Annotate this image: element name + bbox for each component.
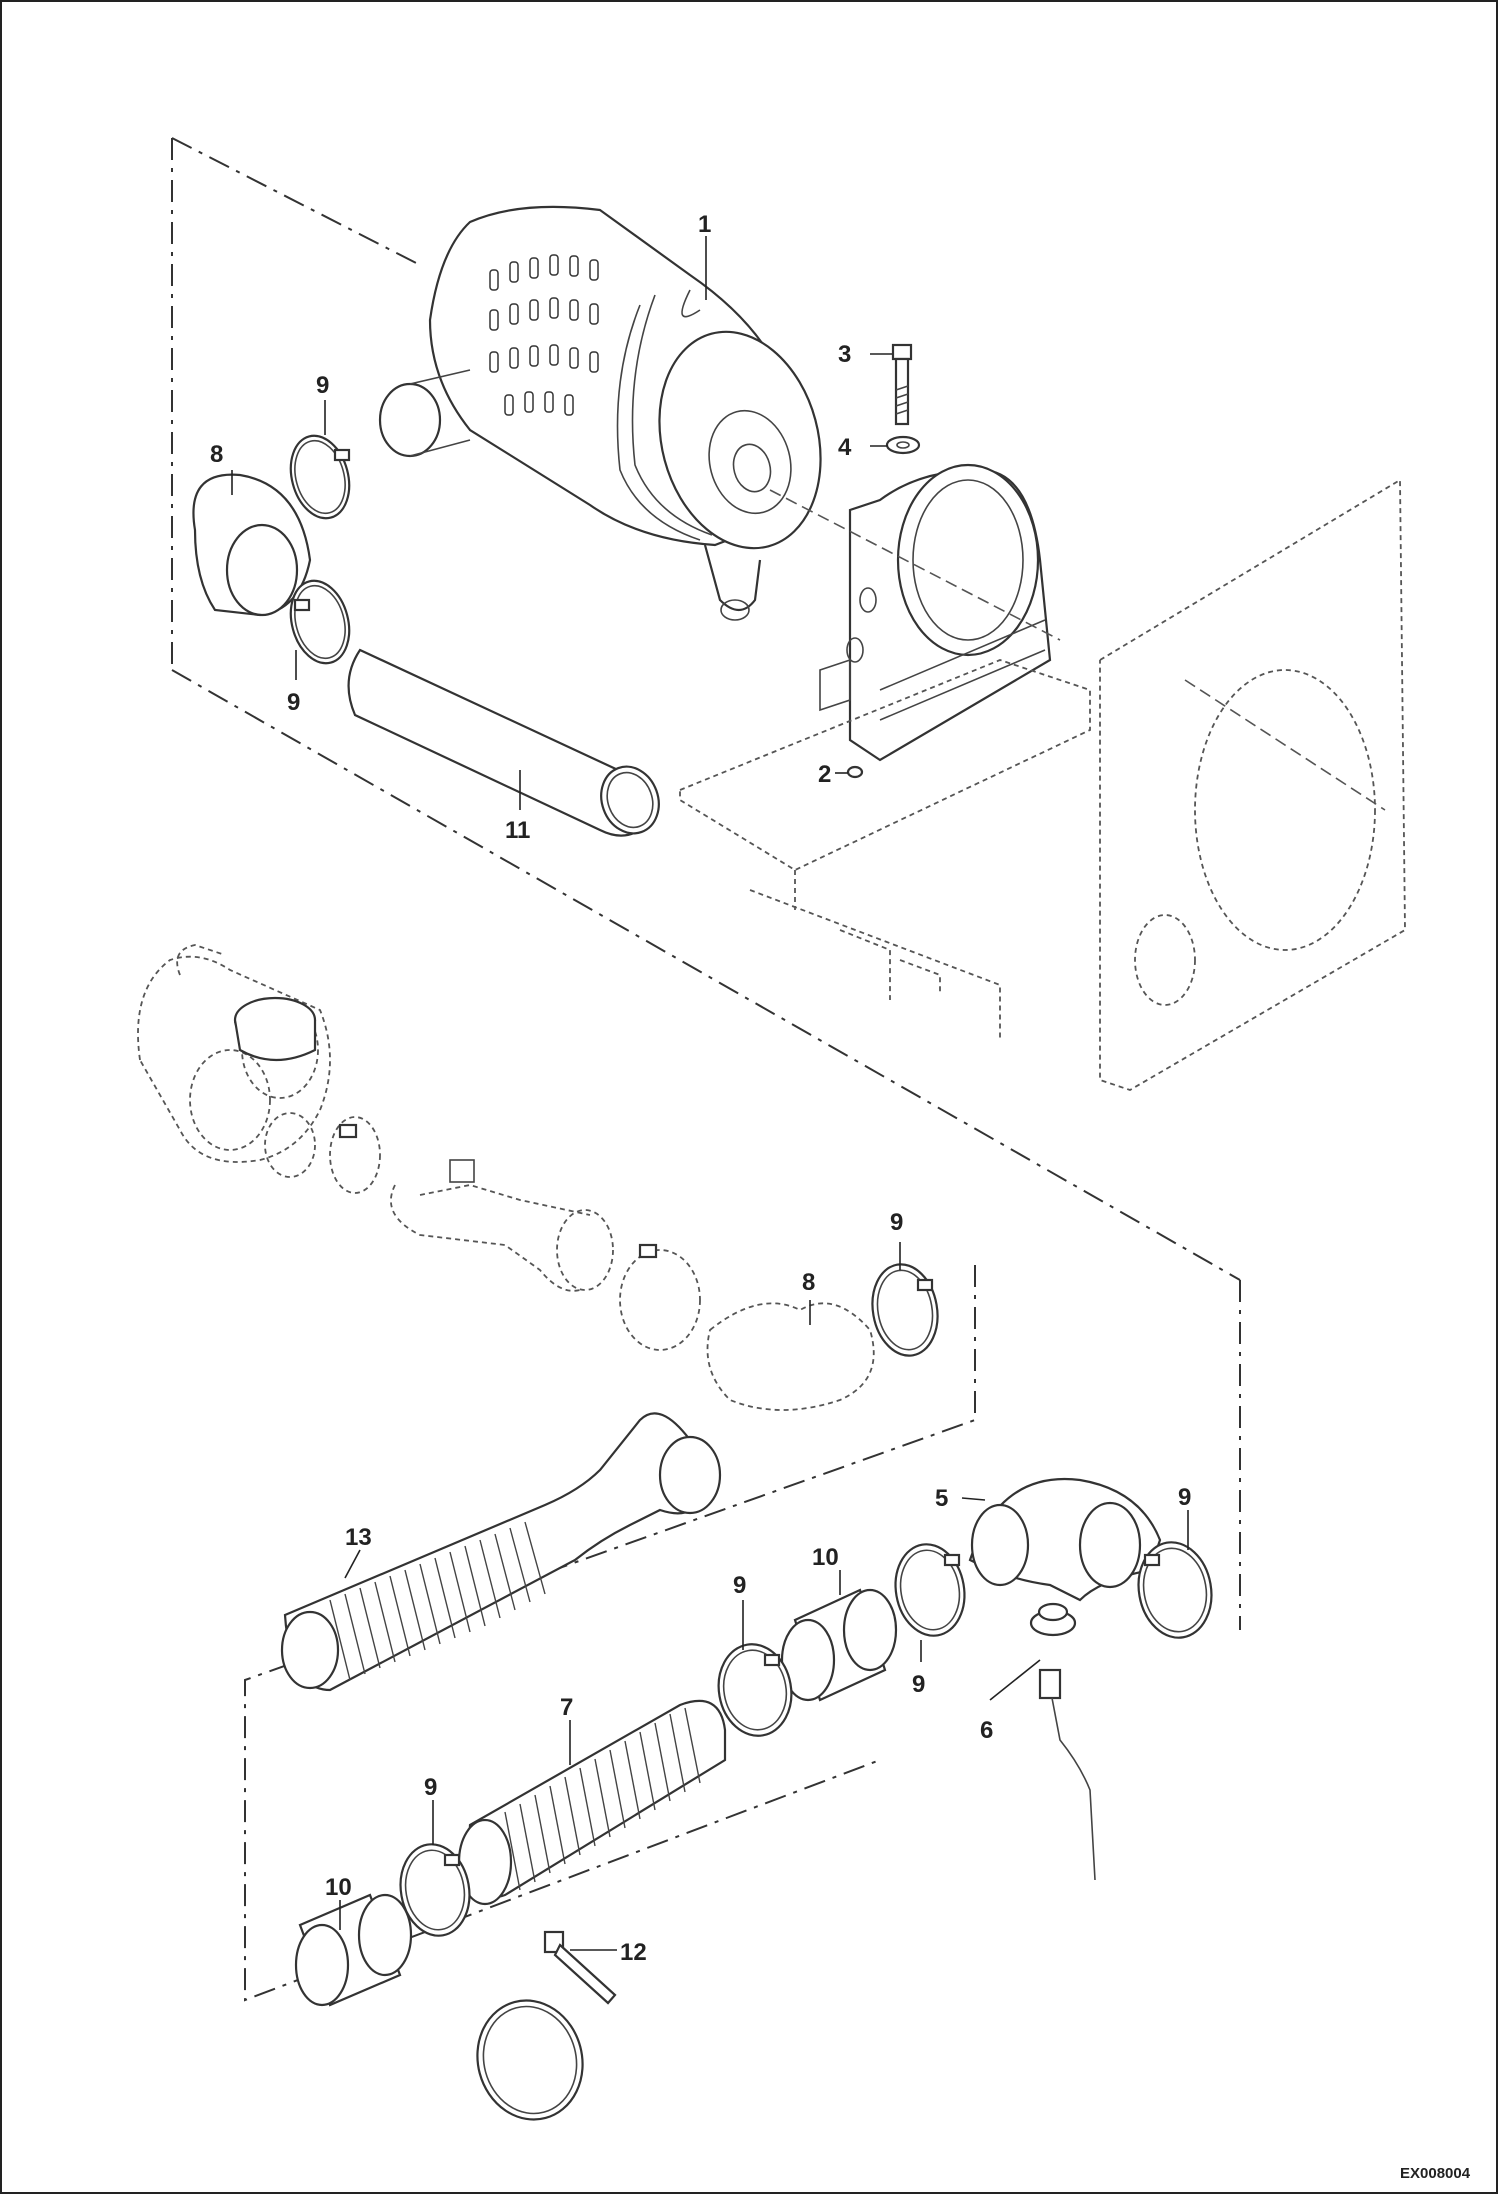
intermediate-clamp xyxy=(329,1116,381,1194)
callout-9-right: 9 xyxy=(1178,1484,1191,1511)
mounting-plate xyxy=(679,659,1091,1040)
hose-clamp-lower-2 xyxy=(717,1643,793,1737)
hose-elbow-middle xyxy=(706,1302,875,1411)
callout-1: 1 xyxy=(698,211,711,238)
callout-8-upper: 8 xyxy=(210,441,223,468)
hose-clamp-upper-1 xyxy=(289,434,351,520)
callout-3: 3 xyxy=(838,341,851,368)
hose-clamp-right xyxy=(1137,1541,1213,1639)
centerline-upper xyxy=(769,489,1061,641)
turbo-outlet-clamp xyxy=(233,996,317,1062)
callout-6: 6 xyxy=(980,1717,993,1744)
hose-clamp-lower-1 xyxy=(894,1543,966,1637)
cable-tie xyxy=(476,1930,617,2121)
callout-13: 13 xyxy=(345,1524,372,1551)
intermediate-pipe-phantom xyxy=(390,1159,614,1292)
turbocharger-phantom xyxy=(137,944,331,1178)
callout-5: 5 xyxy=(935,1485,948,1512)
hose-clamp-middle-2 xyxy=(871,1263,939,1357)
callout-2: 2 xyxy=(818,761,831,788)
callout-10-upper: 10 xyxy=(812,1544,839,1571)
callout-8-middle: 8 xyxy=(802,1269,815,1296)
bolt xyxy=(891,343,913,426)
callout-9-upper-2: 9 xyxy=(287,689,300,716)
corrugations-13 xyxy=(329,1521,546,1681)
rubber-elbow xyxy=(968,1477,1162,1602)
washer xyxy=(885,435,921,455)
air-cleaner-slots xyxy=(489,254,599,416)
hose-clamp-upper-2 xyxy=(289,579,351,665)
hose-clamp-middle-1 xyxy=(619,1243,701,1351)
hose-coupler-2 xyxy=(294,1893,413,2007)
air-cleaner xyxy=(378,205,822,621)
restriction-sensor xyxy=(1029,1602,1096,1881)
callout-4: 4 xyxy=(838,434,852,461)
callout-7: 7 xyxy=(560,1694,573,1721)
corrugated-hose-elbow xyxy=(280,1412,722,1692)
hose-elbow-upper xyxy=(192,473,312,617)
callout-9-lower-1: 9 xyxy=(733,1572,746,1599)
corrugations-7 xyxy=(504,1707,701,1891)
callout-10-lower: 10 xyxy=(325,1874,352,1901)
hose-coupler-1 xyxy=(780,1588,898,1702)
callout-9-upper-1: 9 xyxy=(316,372,329,399)
callout-9-lower-3: 9 xyxy=(424,1774,437,1801)
callout-12: 12 xyxy=(620,1939,647,1966)
bulkhead-panel xyxy=(1099,478,1406,1091)
leader-lines xyxy=(231,236,1189,1951)
callout-labels: 1 2 3 4 5 6 7 8 8 9 9 9 9 9 9 9 10 10 11… xyxy=(210,211,1191,1966)
callout-11: 11 xyxy=(505,817,530,844)
mounting-bracket xyxy=(819,463,1052,779)
corrugated-hose xyxy=(457,1699,727,1906)
callout-9-middle: 9 xyxy=(890,1209,903,1236)
intake-tube xyxy=(347,648,660,837)
hose-clamp-lower-3 xyxy=(399,1843,471,1937)
callout-9-lower-2: 9 xyxy=(912,1671,925,1698)
drawing-number: EX008004 xyxy=(1400,2165,1471,2182)
